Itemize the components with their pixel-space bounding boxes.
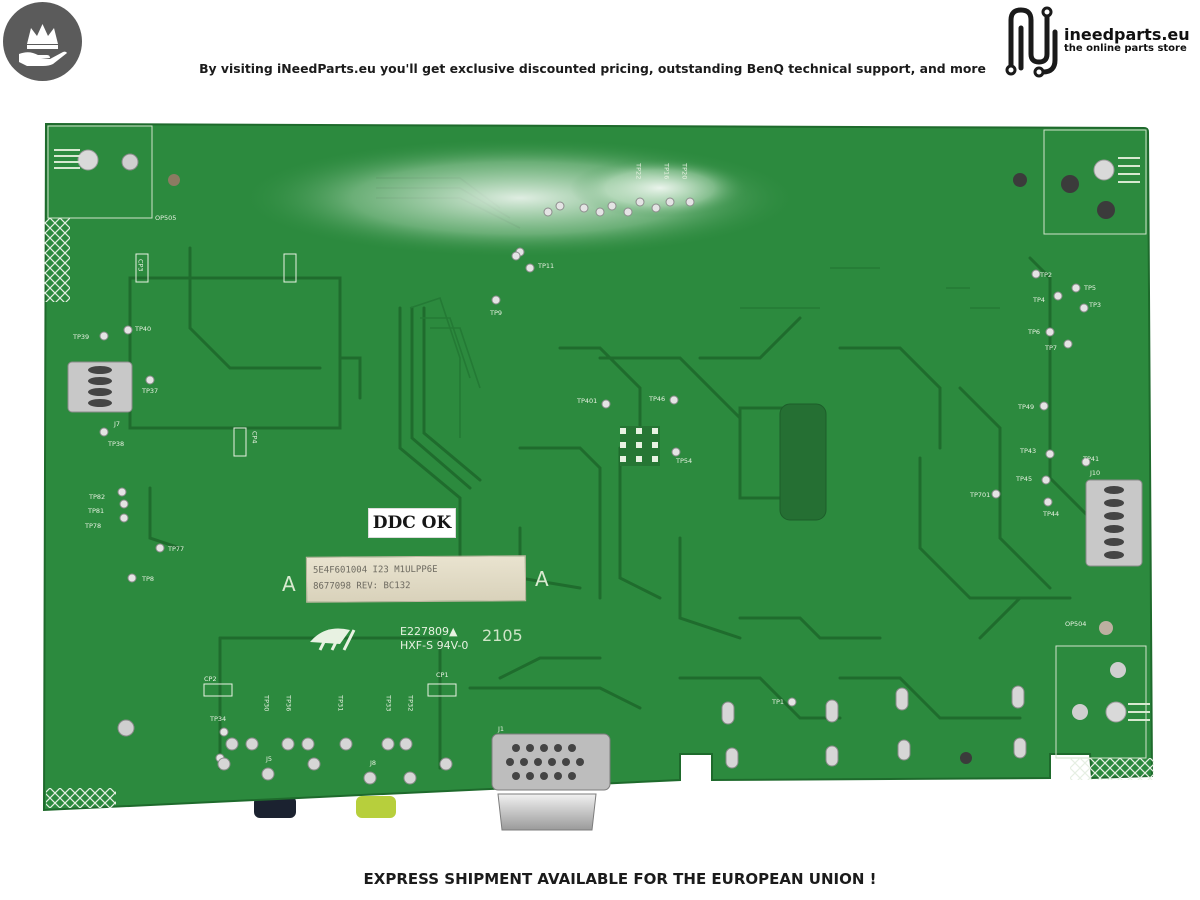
silk-tp401: TP401	[577, 397, 598, 405]
silk-tp77: TP77	[168, 545, 185, 553]
silk-j8: J8	[370, 759, 377, 767]
silk-tp54: TP54	[676, 457, 693, 465]
silk-cert-number: E227809▲	[400, 625, 458, 638]
silk-side-mark-right: A	[535, 567, 549, 591]
silk-tp36: TP36	[284, 695, 293, 712]
silk-tp4: TP4	[1033, 296, 1046, 304]
silk-cp3: CP3	[136, 258, 145, 272]
silk-date-code: 2105	[482, 626, 523, 645]
silk-tp34: TP34	[210, 715, 227, 723]
circuit-n-icon	[1005, 6, 1058, 78]
silk-cp2: CP2	[204, 675, 217, 683]
silk-side-mark-left: A	[282, 572, 296, 596]
silk-tp6: TP6	[1028, 328, 1041, 336]
silk-tp22: TP22	[634, 163, 643, 180]
audio-jack-dark	[254, 796, 296, 818]
silk-tp41: TP41	[1083, 455, 1100, 463]
header-banner-text: By visiting iNeedParts.eu you'll get exc…	[199, 61, 986, 76]
silk-tp46: TP46	[649, 395, 666, 403]
silk-tp45: TP45	[1016, 475, 1033, 483]
vga-connector-shell	[497, 793, 597, 831]
silk-tp78: TP78	[85, 522, 102, 530]
silk-j10: J10	[1090, 469, 1101, 477]
silk-tp49: TP49	[1018, 403, 1035, 411]
silk-j7: J7	[114, 420, 121, 428]
silk-tp37: TP37	[142, 387, 159, 395]
ddc-ok-sticker: DDC OK	[368, 508, 456, 538]
silk-tp7: TP7	[1045, 344, 1058, 352]
silk-cp1: CP1	[436, 671, 449, 679]
silk-tp3: TP3	[1089, 301, 1102, 309]
silk-tp81: TP81	[88, 507, 105, 515]
silk-j5: J5	[266, 755, 273, 763]
part-number-label: 5E4F601004 I23 M1ULPP6E 8677098 REV: BC1…	[305, 555, 527, 603]
silk-tp5: TP5	[1084, 284, 1097, 292]
label-line-1: 5E4F601004 I23 M1ULPP6E	[312, 564, 438, 576]
silk-tp9: TP9	[490, 309, 503, 317]
shipping-notice: EXPRESS SHIPMENT AVAILABLE FOR THE EUROP…	[363, 870, 877, 888]
connector-j10	[1085, 479, 1143, 567]
silk-tp8: TP8	[142, 575, 155, 583]
circuit-board-photo: OP505 TP39 TP40 TP37 J7 TP38 TP82 TP81 T…	[40, 118, 1162, 840]
connector-j7	[67, 361, 133, 413]
silk-tp16: TP16	[662, 163, 671, 180]
silk-op505: OP505	[155, 214, 177, 222]
silk-tp701: TP701	[970, 491, 991, 499]
silk-tp32: TP32	[406, 695, 415, 712]
silk-tp2: TP2	[1040, 271, 1053, 279]
silk-tp43: TP43	[1020, 447, 1037, 455]
silk-tp33: TP33	[384, 695, 393, 712]
silk-tp44: TP44	[1043, 510, 1060, 518]
brand-tagline: the online parts store	[1064, 43, 1187, 54]
silk-tp20: TP20	[680, 163, 689, 180]
vga-pin-header-j1	[491, 733, 611, 791]
brand-name: ineedparts.eu	[1064, 25, 1190, 44]
silk-tp1: TP1	[772, 698, 785, 706]
silk-op504: OP504	[1065, 620, 1087, 628]
label-line-2: 8677098 REV: BC132	[313, 581, 411, 592]
silk-tp39: TP39	[73, 333, 90, 341]
silk-tp82: TP82	[89, 493, 106, 501]
silk-material-code: HXF-S 94V-0	[400, 639, 469, 652]
silk-tp40: TP40	[135, 325, 152, 333]
manufacturer-logo-mark	[310, 628, 356, 651]
silk-tp30: TP30	[262, 695, 271, 712]
silk-tp38: TP38	[108, 440, 125, 448]
silk-cp4: CP4	[250, 430, 259, 444]
silk-tp31: TP31	[336, 695, 345, 712]
crown-hand-icon	[3, 2, 82, 81]
silk-tp11: TP11	[538, 262, 555, 270]
silk-j1: J1	[498, 725, 505, 733]
pcb-illustration	[42, 122, 1154, 831]
audio-jack-green	[356, 796, 396, 818]
brand-logo[interactable]: ineedparts.eu the online parts store	[1003, 2, 1198, 78]
